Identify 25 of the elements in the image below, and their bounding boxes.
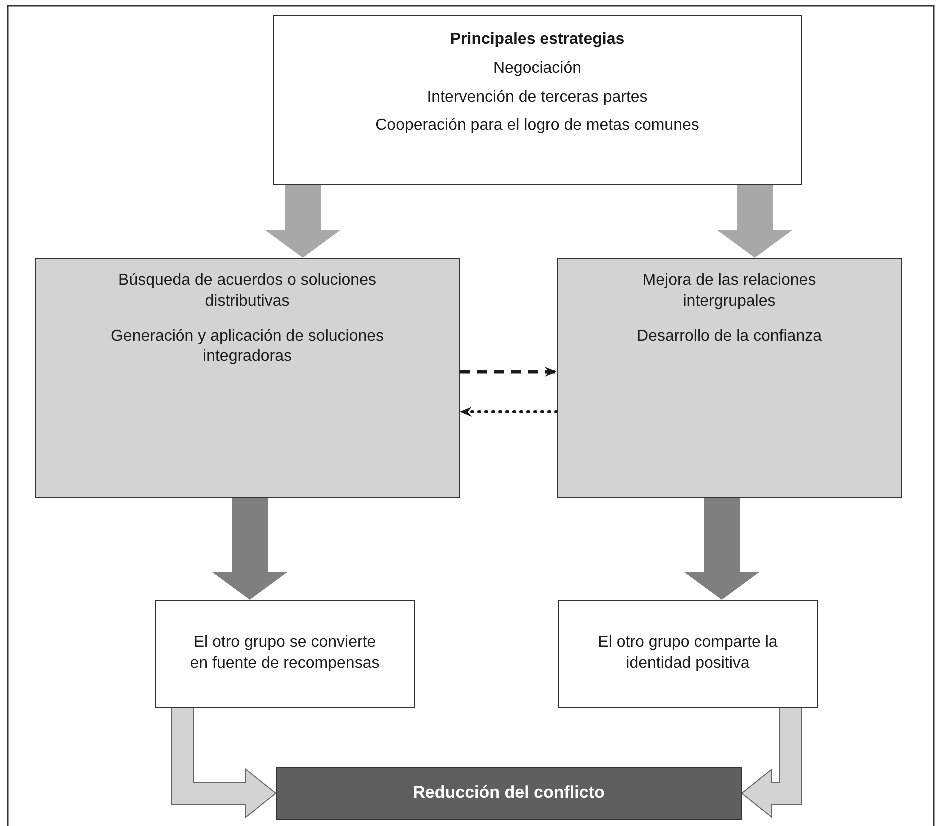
block-arrow [212,498,288,600]
text-line: Búsqueda de acuerdos o soluciones distributivas [118,271,378,312]
text-line: Cooperación para el logro de metas comunes [376,116,700,136]
process-box [35,258,460,498]
text-line: Desarrollo de la confianza [637,326,822,347]
arrow [458,407,558,417]
outcome-box [155,600,415,708]
text-line: El otro grupo se convierte en fuente de recompensas [189,633,381,674]
outcome-box [558,600,818,708]
process-box [557,258,902,498]
text-line: Negociación [493,58,582,79]
block-arrow [684,498,760,600]
heading: Principales estrategias [450,30,625,50]
text-line: Intervención de terceras partes [427,88,648,108]
block-arrow [717,185,793,258]
text-line: Mejora de las relaciones intergrupales [642,271,818,312]
text-line: El otro grupo comparte la identidad positiva [597,633,779,674]
strategy-box [273,15,802,185]
block-arrow [741,708,802,819]
block-arrow [172,708,277,819]
text-line: Generación y aplicación de soluciones integradoras [110,326,386,368]
arrow [460,367,557,377]
text-line: Reducción del conflicto [413,782,605,804]
block-arrow [265,185,341,258]
result-box [276,767,742,820]
